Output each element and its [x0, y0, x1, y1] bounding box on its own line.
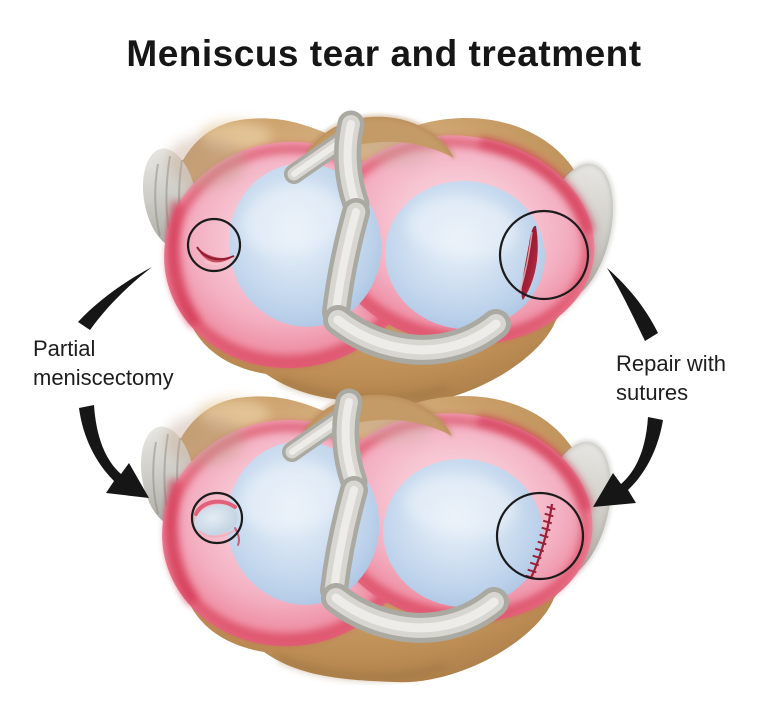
arrow-top-left	[78, 267, 152, 330]
partial-meniscectomy-defect	[194, 499, 240, 546]
knee-top-view-with-tears	[136, 117, 626, 405]
label-line: meniscectomy	[33, 365, 174, 390]
treatment-circle-bottom-left	[190, 491, 244, 545]
suture-repair	[525, 503, 556, 580]
arrow-bottom-left	[79, 405, 149, 498]
treatment-circle-bottom-right	[495, 491, 585, 581]
arrow-top-right	[607, 268, 658, 341]
label-repair-with-sutures: Repair with sutures	[616, 349, 726, 407]
page-title: Meniscus tear and treatment	[126, 33, 642, 74]
arrow-bottom-right	[593, 417, 663, 507]
flap-tear	[196, 246, 235, 266]
label-line: Partial	[33, 336, 96, 361]
annotation-arrows	[78, 267, 663, 507]
label-partial-meniscectomy: Partial meniscectomy	[33, 334, 174, 392]
tear-circle-top-right	[498, 209, 590, 301]
tear-circle-top-left	[186, 217, 242, 273]
longitudinal-tear	[518, 225, 538, 300]
label-line: sutures	[616, 380, 689, 405]
label-line: Repair with	[616, 351, 727, 376]
knee-top-view-after-treatment	[134, 395, 624, 683]
